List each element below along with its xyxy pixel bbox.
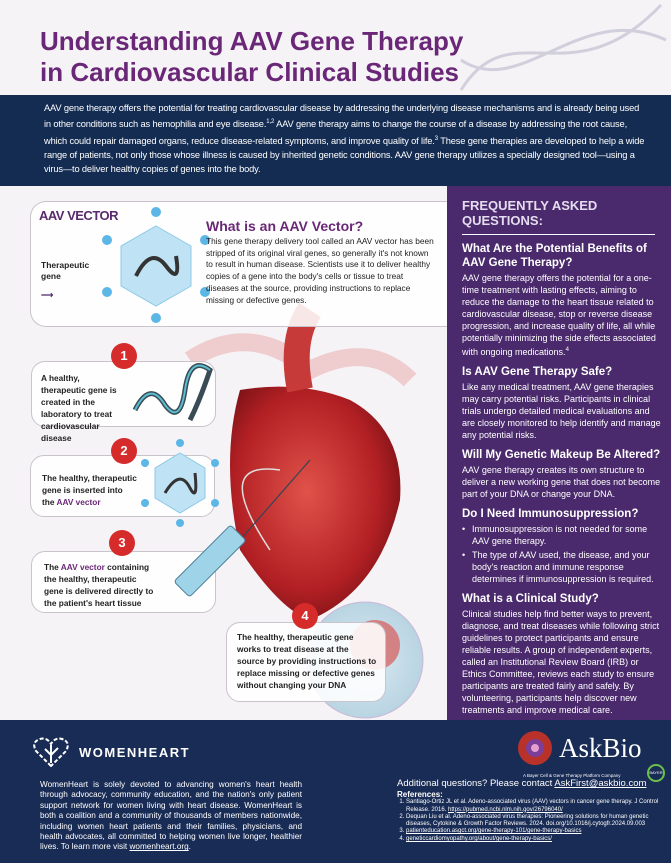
askbio-logo: AskBio A Bayer Cell & Gene Therapy Platf… [515, 728, 665, 782]
faq-question: Is AAV Gene Therapy Safe? [462, 366, 613, 378]
vector-description: This gene therapy delivery tool called a… [206, 236, 434, 305]
contact-line: Additional questions? Please contact Ask… [397, 778, 647, 789]
reference-item: geneticcardiomyopathy.org/about/gene-the… [406, 836, 662, 843]
faq-answer-list: Immunosuppression is not needed for some… [462, 523, 663, 585]
contact-email-link[interactable]: AskFirst@askbio.com [554, 778, 647, 789]
faq-question: Do I Need Immunosuppression? [462, 508, 639, 520]
step-3-badge: 3 [109, 530, 135, 556]
aav-vector-label: AAV VECTOR [39, 208, 119, 223]
footer: WOMENHEART WomenHeart is solely devoted … [0, 720, 671, 863]
reference-link[interactable]: geneticcardiomyopathy.org/about/gene-the… [406, 835, 552, 842]
faq-answer: AAV gene therapy creates its own structu… [462, 465, 661, 499]
intro-band: AAV gene therapy offers the potential fo… [0, 95, 671, 186]
womenheart-logo: WOMENHEART [33, 737, 190, 767]
faq-question: Will My Genetic Makeup Be Altered? [462, 449, 661, 461]
faq-bullet: The type of AAV used, the disease, and y… [462, 549, 663, 585]
askbio-virus-icon [518, 731, 552, 765]
dna-background-image [459, 3, 667, 91]
syringe-icon [174, 459, 311, 597]
heart-leaves-icon [33, 737, 69, 767]
step-3-card: The AAV vector containing the healthy, t… [31, 551, 216, 613]
aav-vector-small-icon [141, 439, 219, 527]
aav-vector-card: AAV VECTOR Therapeutic gene⟶ What is an … [30, 201, 450, 327]
askbio-name: AskBio [559, 733, 642, 763]
references-label: References: [397, 790, 443, 799]
faq-answer: Clinical studies help find better ways t… [462, 609, 660, 715]
faq-heading: FREQUENTLY ASKED QUESTIONS: [462, 194, 655, 235]
bayer-logo: BAYER [647, 764, 665, 782]
faq-question: What Are the Potential Benefits of AAV G… [462, 243, 647, 269]
dna-icon [132, 363, 213, 422]
faq-answer: AAV gene therapy offers the potential fo… [462, 273, 656, 357]
askbio-tagline: A Bayer Cell & Gene Therapy Platform Com… [523, 773, 621, 778]
references: References: Santiago-Ortiz JL et al. Ade… [397, 790, 662, 843]
step-4-card: The healthy, therapeutic gene works to t… [226, 622, 386, 702]
faq-bullet: Immunosuppression is not needed for some… [462, 523, 663, 547]
step-2-badge: 2 [111, 438, 137, 464]
womenheart-name: WOMENHEART [79, 744, 191, 760]
step-1-badge: 1 [111, 343, 137, 369]
womenheart-link[interactable]: womenheart.org [129, 842, 189, 852]
reference-item: patienteducation.asgct.org/gene-therapy-… [406, 828, 662, 835]
vector-heading: What is an AAV Vector? [206, 218, 364, 234]
aav-vector-icon [102, 207, 210, 323]
therapeutic-gene-label: Therapeutic gene⟶ [41, 260, 90, 300]
reference-item: Santiago-Ortiz JL et al. Adeno-associate… [406, 799, 662, 814]
faq-answer: Like any medical treatment, AAV gene the… [462, 382, 661, 440]
faq-question: What is a Clinical Study? [462, 593, 599, 605]
step-4-badge: 4 [292, 603, 318, 629]
faq-panel: FREQUENTLY ASKED QUESTIONS: What Are the… [447, 186, 671, 720]
reference-link[interactable]: patienteducation.asgct.org/gene-therapy-… [406, 828, 582, 835]
womenheart-description: WomenHeart is solely devoted to advancin… [40, 780, 302, 852]
reference-link[interactable]: https://pubmed.ncbi.nlm.nih.gov/26796040… [448, 806, 563, 813]
reference-item: Dequan Liu et al. Adeno-associated virus… [406, 814, 662, 829]
